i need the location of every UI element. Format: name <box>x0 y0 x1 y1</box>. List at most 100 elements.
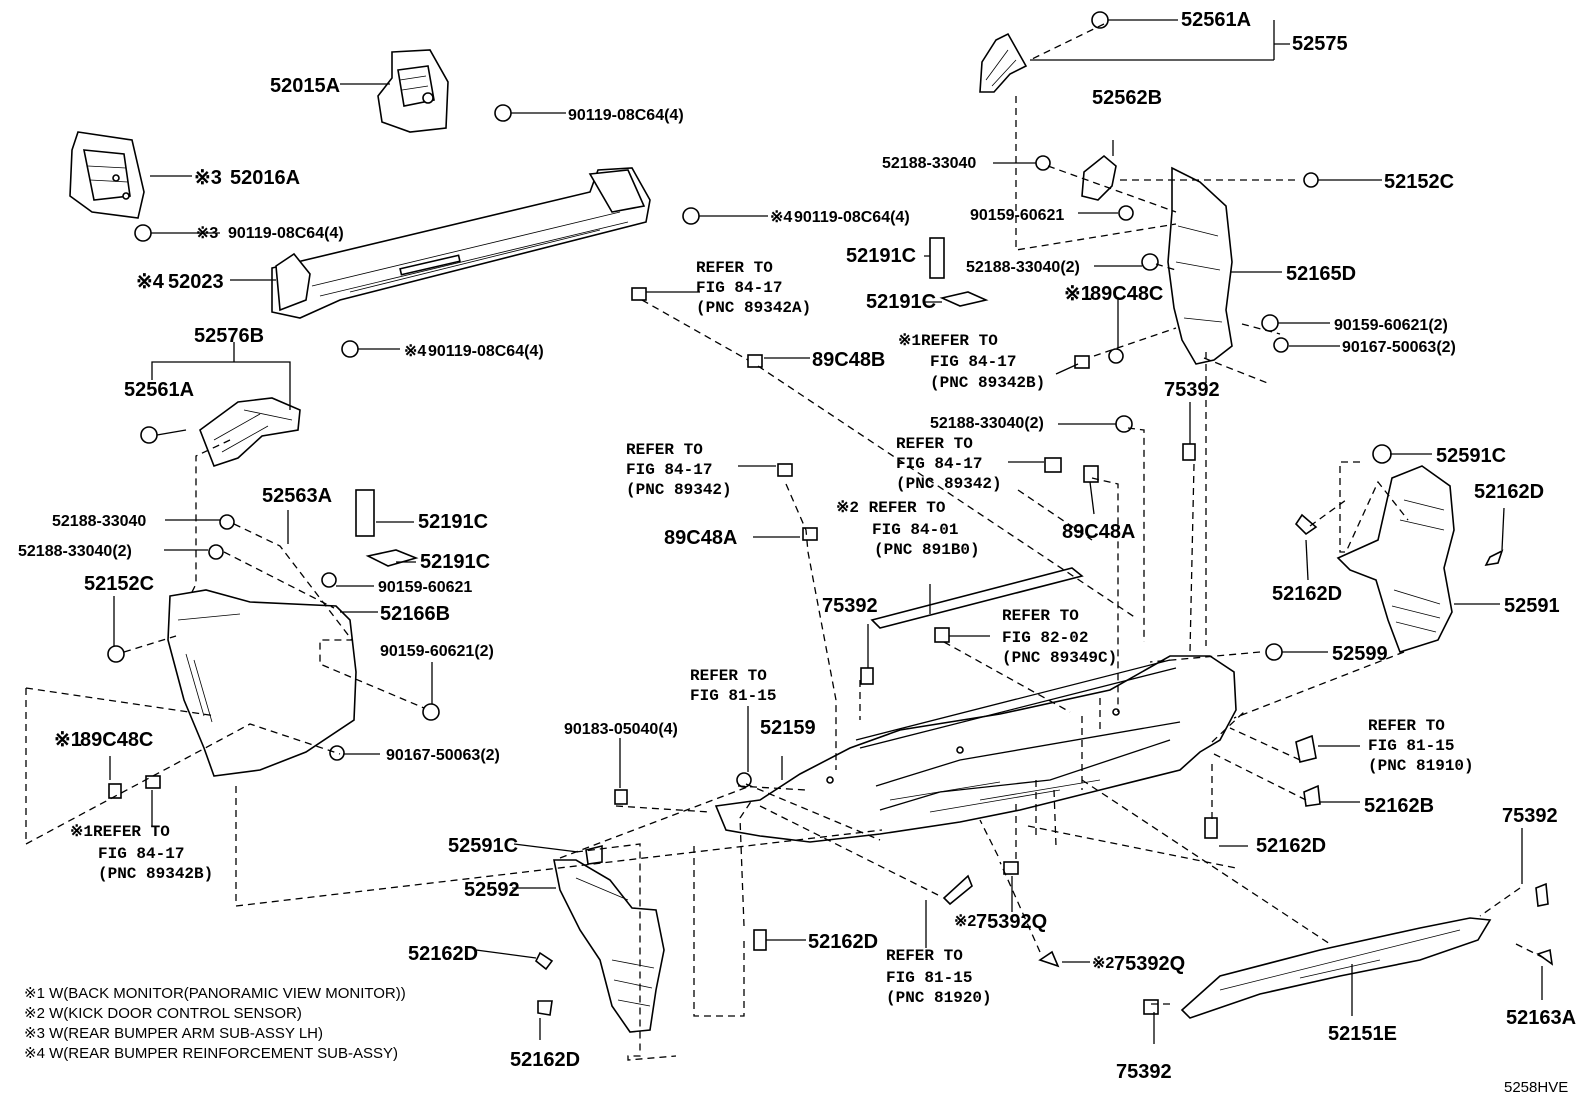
refer-block-h-line3: (PNC 81910) <box>1368 757 1474 775</box>
refer-block-j-line2: FIG 81-15 <box>886 969 972 987</box>
label-52575: 52575 <box>1292 33 1348 55</box>
refer-block-f-line3: (PNC 89349C) <box>1002 649 1117 667</box>
label-90167-50063-2b: 90167-50063(2) <box>386 747 500 764</box>
marker-4-b: ※4 <box>136 271 165 293</box>
refer-block-d-line1: REFER TO <box>896 435 973 453</box>
pad-52191C-b-illustration <box>939 291 989 307</box>
side-retainer-lh-illustration <box>199 397 301 467</box>
label-52561A-left: 52561A <box>124 379 194 401</box>
bumper-reinforcement-illustration <box>271 167 651 319</box>
refer-block-c-line2: FIG 84-17 <box>626 461 712 479</box>
label-52159: 52159 <box>760 717 816 739</box>
diagram-code: 5258HVE <box>1504 1079 1568 1096</box>
label-75392-a: 75392 <box>1164 379 1220 401</box>
label-90159-60621-2a: 90159-60621(2) <box>1334 317 1448 334</box>
label-52162D-b1: 52162D <box>408 943 478 965</box>
label-52191C-d: 52191C <box>420 551 490 573</box>
label-52188-33040-2b: 52188-33040(2) <box>930 415 1044 432</box>
label-90159-60621-2b: 90159-60621(2) <box>380 643 494 660</box>
refer-block-d-line2: FIG 84-17 <box>896 455 982 473</box>
bumper-lower-garnish-illustration <box>1180 917 1492 1019</box>
refer-block-c-line1: REFER TO <box>626 441 703 459</box>
side-bracket-lh-illustration <box>167 589 357 777</box>
fasteners <box>107 11 1554 1016</box>
label-52152C-left: 52152C <box>84 573 154 595</box>
mudguard-lh-illustration <box>553 859 665 1033</box>
label-89C48C-top: 89C48C <box>1090 283 1163 305</box>
refer-block-h-line2: FIG 81-15 <box>1368 737 1454 755</box>
refer-block-i-line3: (PNC 89342B) <box>98 865 213 883</box>
label-75392Q-a: 75392Q <box>976 911 1047 933</box>
refer-block-c-line3: (PNC 89342) <box>626 481 732 499</box>
refer-block-h-line1: REFER TO <box>1368 717 1445 735</box>
label-52592: 52592 <box>464 879 520 901</box>
label-52166B: 52166B <box>380 603 450 625</box>
dashed-assembly-lines <box>25 23 1545 1061</box>
label-75392-b: 75392 <box>822 595 878 617</box>
marker-3-b: ※3 <box>196 225 218 242</box>
label-52162D-r1: 52162D <box>1474 481 1544 503</box>
side-retainer-rh-illustration <box>979 32 1028 93</box>
footnote-3: ※3 W(REAR BUMPER ARM SUB-ASSY LH) <box>24 1025 323 1042</box>
refer-block-d-line3: (PNC 89342) <box>896 475 1002 493</box>
reflector-rh-illustration <box>1295 734 1317 763</box>
label-52191C-b: 52191C <box>866 291 936 313</box>
marker-4-a: ※4 <box>770 209 792 226</box>
pad-52191C-d-illustration <box>365 549 419 567</box>
mudguard-rh-illustration <box>1336 465 1455 653</box>
label-52591C-right: 52591C <box>1436 445 1506 467</box>
pad-52191C-c-illustration <box>355 489 375 537</box>
label-52151E: 52151E <box>1328 1023 1397 1045</box>
label-90119-08C64-a: 90119-08C64(4) <box>568 107 684 124</box>
label-90119-08C64-c: 90119-08C64(4) <box>794 209 910 226</box>
footnote-2: ※2 W(KICK DOOR CONTROL SENSOR) <box>24 1005 302 1022</box>
side-bracket-rh-illustration <box>1167 166 1233 365</box>
label-52016A: 52016A <box>230 167 300 189</box>
footnotes: ※1 W(BACK MONITOR(PANORAMIC VIEW MONITOR… <box>24 985 406 1062</box>
refer-block-i-line2: FIG 84-17 <box>98 845 184 863</box>
label-90159-60621-b: 90159-60621 <box>378 579 472 596</box>
label-52152C-top: 52152C <box>1384 171 1454 193</box>
marker-1-b: ※1 <box>54 729 82 751</box>
label-52599: 52599 <box>1332 643 1388 665</box>
label-89C48A-left: 89C48A <box>664 527 737 549</box>
label-52562B: 52562B <box>1092 87 1162 109</box>
bracket-52562B-illustration <box>1081 154 1117 201</box>
footnote-4: ※4 W(REAR BUMPER REINFORCEMENT SUB-ASSY) <box>24 1045 398 1062</box>
label-90183-05040: 90183-05040(4) <box>564 721 678 738</box>
rear-bumper-cover-illustration <box>714 655 1237 843</box>
refer-block-a-line3: (PNC 89342A) <box>696 299 811 317</box>
reference-blocks: REFER TO FIG 84-17 (PNC 89342A) ※1REFER … <box>70 259 1474 1007</box>
reflector-lh-illustration <box>942 874 973 906</box>
label-90119-08C64-d: 90119-08C64(4) <box>428 343 544 360</box>
label-52165D: 52165D <box>1286 263 1356 285</box>
refer-block-e-line3: (PNC 891B0) <box>874 541 980 559</box>
label-52563A: 52563A <box>262 485 332 507</box>
label-52576B: 52576B <box>194 325 264 347</box>
marker-4-c: ※4 <box>404 343 426 360</box>
label-89C48B: 89C48B <box>812 349 885 371</box>
marker-2-a: ※2 <box>954 913 976 930</box>
refer-block-a-line2: FIG 84-17 <box>696 279 782 297</box>
label-52591: 52591 <box>1504 595 1560 617</box>
label-52188-33040-2a: 52188-33040(2) <box>966 259 1080 276</box>
marker-3-a: ※3 <box>194 167 222 189</box>
label-90119-08C64-b: 90119-08C64(4) <box>228 225 344 242</box>
label-52191C-c: 52191C <box>418 511 488 533</box>
label-75392-right: 75392 <box>1502 805 1558 827</box>
label-90159-60621-a: 90159-60621 <box>970 207 1064 224</box>
refer-block-b-line2: FIG 84-17 <box>930 353 1016 371</box>
label-52162D-r2: 52162D <box>1272 583 1342 605</box>
label-52191C-a: 52191C <box>846 245 916 267</box>
label-89C48C-left: 89C48C <box>80 729 153 751</box>
footnote-1: ※1 W(BACK MONITOR(PANORAMIC VIEW MONITOR… <box>24 985 406 1002</box>
refer-block-g-line1: REFER TO <box>690 667 767 685</box>
label-52163A: 52163A <box>1506 1007 1576 1029</box>
label-52188-33040-a: 52188-33040 <box>882 155 976 172</box>
refer-block-b-line1: ※1REFER TO <box>898 332 998 350</box>
refer-block-g-line2: FIG 81-15 <box>690 687 776 705</box>
label-52561A-top: 52561A <box>1181 9 1251 31</box>
marker-2-b: ※2 <box>1092 955 1114 972</box>
label-90167-50063-2a: 90167-50063(2) <box>1342 339 1456 356</box>
refer-block-f-line2: FIG 82-02 <box>1002 629 1088 647</box>
